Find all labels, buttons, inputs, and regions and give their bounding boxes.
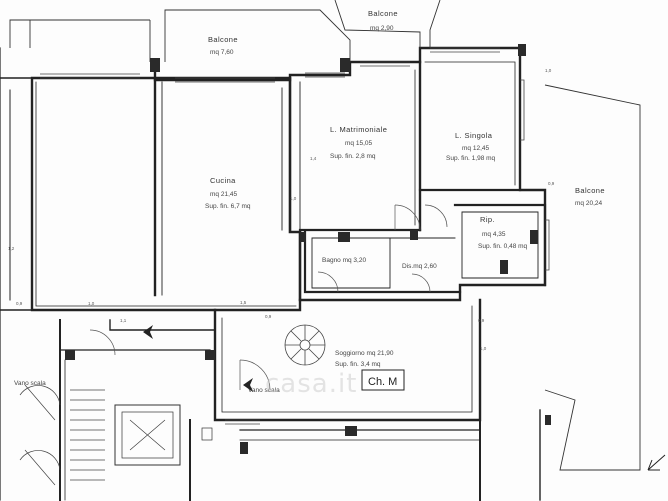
room-labels: Balcone mq 7,60 Balcone mq 2,90 L. Matri… xyxy=(14,9,605,394)
svg-text:0,9: 0,9 xyxy=(478,318,485,323)
balcone-top-right-area: mq 2,90 xyxy=(370,25,394,32)
watermark: casa.it xyxy=(265,369,357,399)
letto-matrimoniale-area: mq 15,05 xyxy=(345,140,372,147)
letto-singolo-area: mq 12,45 xyxy=(462,145,489,152)
soggiorno-window: Sup. fin. 3,4 mq xyxy=(335,361,381,368)
disimpegno-name: Dis.mq 2,60 xyxy=(402,263,437,270)
stamp: Ch. M xyxy=(361,369,405,391)
dimension-marks: 0,9 1,0 1,1 1,5 0,9 0,9 1,0 1,0 0,9 1,2 … xyxy=(8,68,555,351)
balcone-top-right-name: Balcone xyxy=(368,9,398,18)
svg-text:0,9: 0,9 xyxy=(548,181,555,186)
soggiorno-name: Soggiorno mq 21,90 xyxy=(335,350,394,357)
svg-text:0,9: 0,9 xyxy=(265,314,272,319)
vano-scala-left: Vano scala xyxy=(14,380,46,387)
letto-matrimoniale-name: L. Matrimoniale xyxy=(330,125,387,134)
svg-text:0,9: 0,9 xyxy=(16,301,23,306)
entry-arrow-icon xyxy=(143,325,253,392)
svg-text:1,0: 1,0 xyxy=(545,68,552,73)
ripostiglio-name: Rip. xyxy=(480,215,495,224)
svg-text:1,0: 1,0 xyxy=(480,346,487,351)
svg-text:1,4: 1,4 xyxy=(310,156,317,161)
columns xyxy=(65,44,551,454)
stamp-text: Ch. M xyxy=(368,376,397,388)
ripostiglio-window: Sup. fin. 0,48 mq xyxy=(478,243,528,250)
balcone-right-name: Balcone xyxy=(575,186,605,195)
svg-text:1,2: 1,2 xyxy=(8,246,15,251)
svg-text:1,1: 1,1 xyxy=(120,318,127,323)
north-arrow-icon xyxy=(647,454,666,471)
svg-text:1,5: 1,5 xyxy=(240,300,247,305)
elevator xyxy=(114,404,213,466)
letto-singolo-window: Sup. fin. 1,98 mq xyxy=(446,155,496,162)
balcone-top-left-name: Balcone xyxy=(208,35,238,44)
svg-text:1,0: 1,0 xyxy=(88,301,95,306)
ripostiglio-area: mq 4,35 xyxy=(482,231,506,238)
stairs-lower-left xyxy=(19,384,105,486)
door-swings xyxy=(89,204,448,391)
balconies xyxy=(9,0,641,471)
vano-scala-right: Vano scala xyxy=(248,387,280,394)
spiral-staircase xyxy=(284,324,326,366)
svg-text:1,0: 1,0 xyxy=(290,196,297,201)
balcone-top-left-area: mq 7,60 xyxy=(210,49,234,56)
bagno-name: Bagno mq 3,20 xyxy=(322,257,366,264)
cucina-window: Sup. fin. 6,7 mq xyxy=(205,203,251,210)
letto-singolo-name: L. Singola xyxy=(455,131,493,140)
cucina-name: Cucina xyxy=(210,176,236,185)
balcone-right-area: mq 20,24 xyxy=(575,200,602,207)
walls xyxy=(0,46,547,501)
letto-matrimoniale-window: Sup. fin. 2,8 mq xyxy=(330,153,376,160)
windows xyxy=(40,47,550,425)
cucina-area: mq 21,45 xyxy=(210,191,237,198)
